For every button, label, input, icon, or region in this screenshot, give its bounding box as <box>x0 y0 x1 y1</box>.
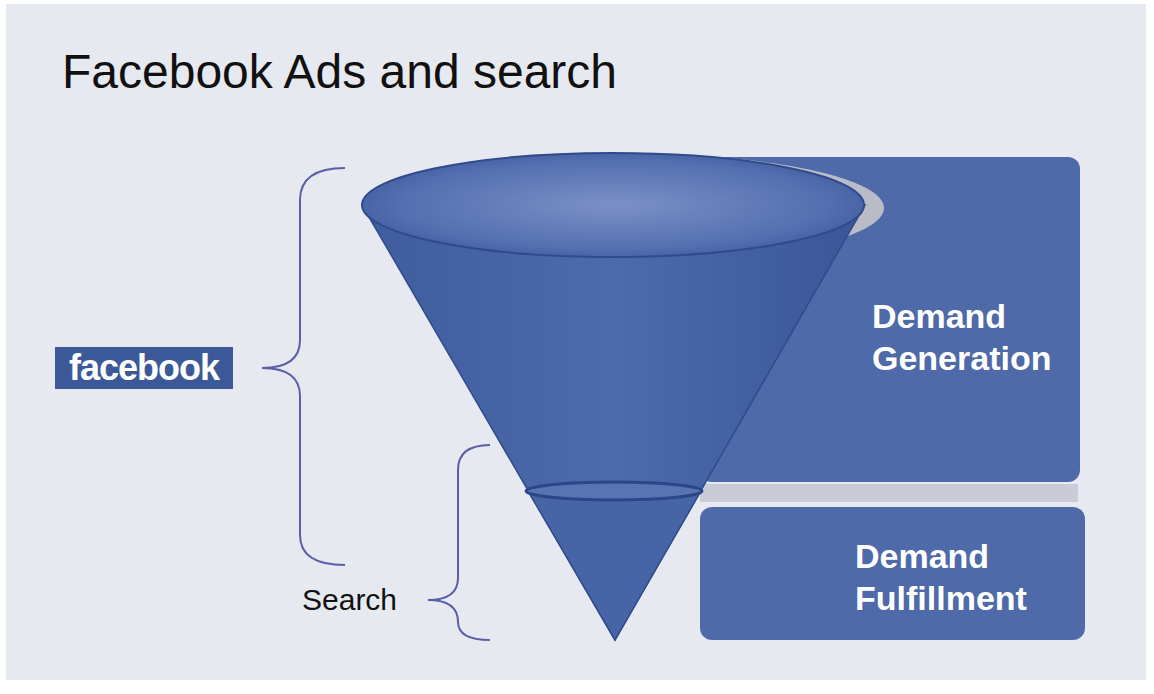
funnel-top <box>362 153 864 257</box>
funnel-tip <box>528 491 701 640</box>
facebook-brace <box>262 168 345 565</box>
text-stack: Demand Fulfillment <box>855 535 1070 619</box>
shadow-band <box>700 484 1078 502</box>
box-heading: Demand Generation <box>872 295 1087 379</box>
search-label: Search <box>302 583 397 617</box>
search-brace <box>428 445 490 640</box>
funnel-ring <box>526 482 702 500</box>
text-stack: Demand Generation <box>872 295 1087 379</box>
logo-text: facebook <box>69 347 219 389</box>
demand-box: Demand Generation <box>700 157 1080 482</box>
box-heading: Demand Fulfillment <box>855 535 1070 619</box>
facebook-logo: facebook <box>55 347 233 389</box>
diagram-title: Facebook Ads and search <box>62 44 617 99</box>
text-stack: facebook <box>69 347 219 389</box>
funnel-cone <box>362 205 865 640</box>
funnel-shadow <box>380 154 884 262</box>
demand-box: Demand Fulfillment <box>700 507 1085 640</box>
